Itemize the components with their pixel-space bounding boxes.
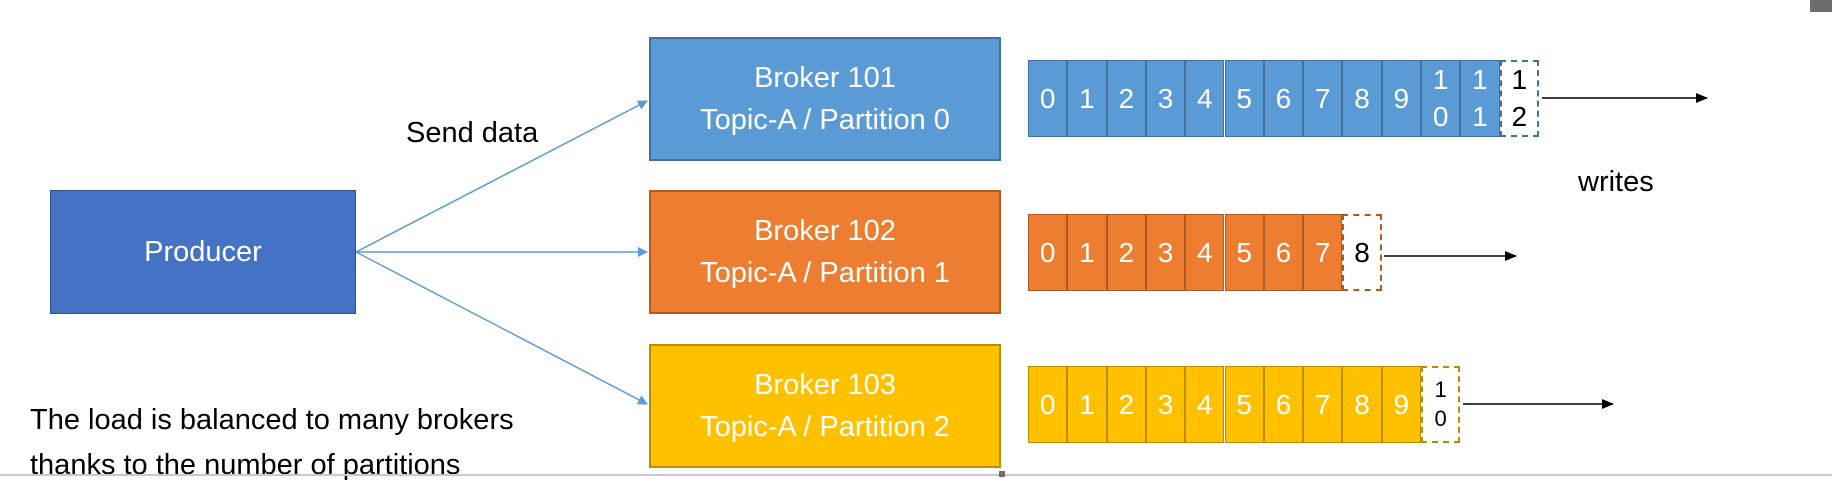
bottom-marker [999,471,1005,477]
offset-digit: 8 [1354,388,1370,420]
partition-offset-cell: 1 [1067,60,1107,137]
caption-line-2: thanks to the number of partitions [30,449,461,481]
offset-digit: 0 [1432,100,1449,132]
partition-offset-cell: 0 [1028,214,1068,291]
partition-offset-cell: 7 [1303,366,1343,443]
partition-offset-cell: 5 [1224,366,1264,443]
caption-line-1: The load is balanced to many brokers [30,404,514,436]
partition-offset-cell: 4 [1185,214,1225,291]
broker-name: Broker 101 [754,61,896,94]
partition-offset-cell: 2 [1106,60,1146,137]
offset-digit: 3 [1157,82,1174,114]
partition-offset-cell: 0 [1028,60,1068,137]
partition-offset-cell: 7 [1303,60,1343,137]
offset-digit: 1 [1511,64,1528,96]
offset-digit: 7 [1314,236,1331,268]
partition-offset-cell: 4 [1185,366,1225,443]
offset-digit: 5 [1236,236,1252,268]
offset-digit: 0 [1434,405,1447,431]
offset-digit: 4 [1197,82,1213,114]
offset-digit: 6 [1275,388,1292,420]
writes-label: writes [1578,166,1654,198]
offset-digit: 5 [1236,82,1252,114]
broker-topic-partition: Topic-A / Partition 0 [700,104,950,136]
offset-digit: 2 [1118,236,1135,268]
offset-digit: 1 [1472,64,1488,96]
partition-offset-cell: 4 [1185,60,1225,137]
partition-offset-cell: 2 [1106,214,1146,291]
partition-offset-cell: 9 [1381,60,1421,137]
send-data-label: Send data [406,117,539,149]
broker-name: Broker 102 [754,214,896,247]
broker-box-102: Broker 102 Topic-A / Partition 1 [649,190,1001,314]
send-arrow-partition-0 [355,100,648,253]
partition-offset-cell: 3 [1145,60,1186,137]
offset-digit: 8 [1354,82,1370,114]
partition-offset-cell: 9 [1381,366,1421,443]
offset-digit: 1 [1432,64,1449,96]
partition-offset-cell: 3 [1145,214,1186,291]
offset-digit: 8 [1354,236,1370,268]
partition-offset-cell: 7 [1303,214,1343,291]
broker-box-103: Broker 103 Topic-A / Partition 2 [649,344,1001,468]
partition-offset-cell: 3 [1145,366,1186,443]
offset-digit: 9 [1393,82,1410,114]
partition-next-offset: 8 [1342,214,1382,291]
offset-digit: 6 [1275,82,1292,114]
offset-digit: 7 [1314,82,1331,114]
partition-offset-cell: 5 [1224,60,1264,137]
partition-offset-cell: 8 [1342,366,1382,443]
offset-digit: 2 [1118,388,1135,420]
offset-digit: 2 [1511,100,1528,132]
offset-digit: 6 [1275,236,1292,268]
partition-offset-cell: 6 [1263,60,1304,137]
offset-digit: 2 [1118,82,1135,114]
offset-digit: 3 [1157,388,1174,420]
send-arrow-partition-2 [355,251,648,405]
offset-digit: 9 [1393,388,1410,420]
partition-offset-cell: 2 [1106,366,1146,443]
offset-digit: 1 [1434,376,1447,402]
offset-digit: 0 [1039,236,1056,268]
offset-digit: 0 [1039,82,1056,114]
offset-digit: 1 [1079,236,1095,268]
partition-offset-cell: 1 [1067,366,1107,443]
offset-digit: 0 [1039,388,1056,420]
broker-box-101: Broker 101 Topic-A / Partition 0 [649,37,1001,161]
offset-digit: 1 [1079,82,1095,114]
offset-digit: 5 [1236,388,1252,420]
offset-digit: 1 [1472,100,1488,132]
partition-offset-cell: 6 [1263,214,1304,291]
offset-digit: 4 [1197,236,1213,268]
offset-digit: 3 [1157,236,1174,268]
partition-offset-cell: 8 [1342,60,1382,137]
producer-box: Producer [50,190,356,314]
broker-topic-partition: Topic-A / Partition 1 [700,257,950,289]
broker-topic-partition: Topic-A / Partition 2 [700,411,950,443]
connector-layer [355,93,1708,409]
offset-digit: 1 [1079,388,1095,420]
bottom-divider [0,474,1832,476]
broker-name: Broker 103 [754,368,896,401]
corner-marker [1810,0,1832,12]
partition-offset-cell: 0 [1028,366,1068,443]
offset-digit: 4 [1197,388,1213,420]
partition-offset-cell: 6 [1263,366,1304,443]
partition-offset-cell: 1 [1067,214,1107,291]
partition-offset-cell: 5 [1224,214,1264,291]
offset-digit: 7 [1314,388,1331,420]
producer-label: Producer [144,235,262,268]
